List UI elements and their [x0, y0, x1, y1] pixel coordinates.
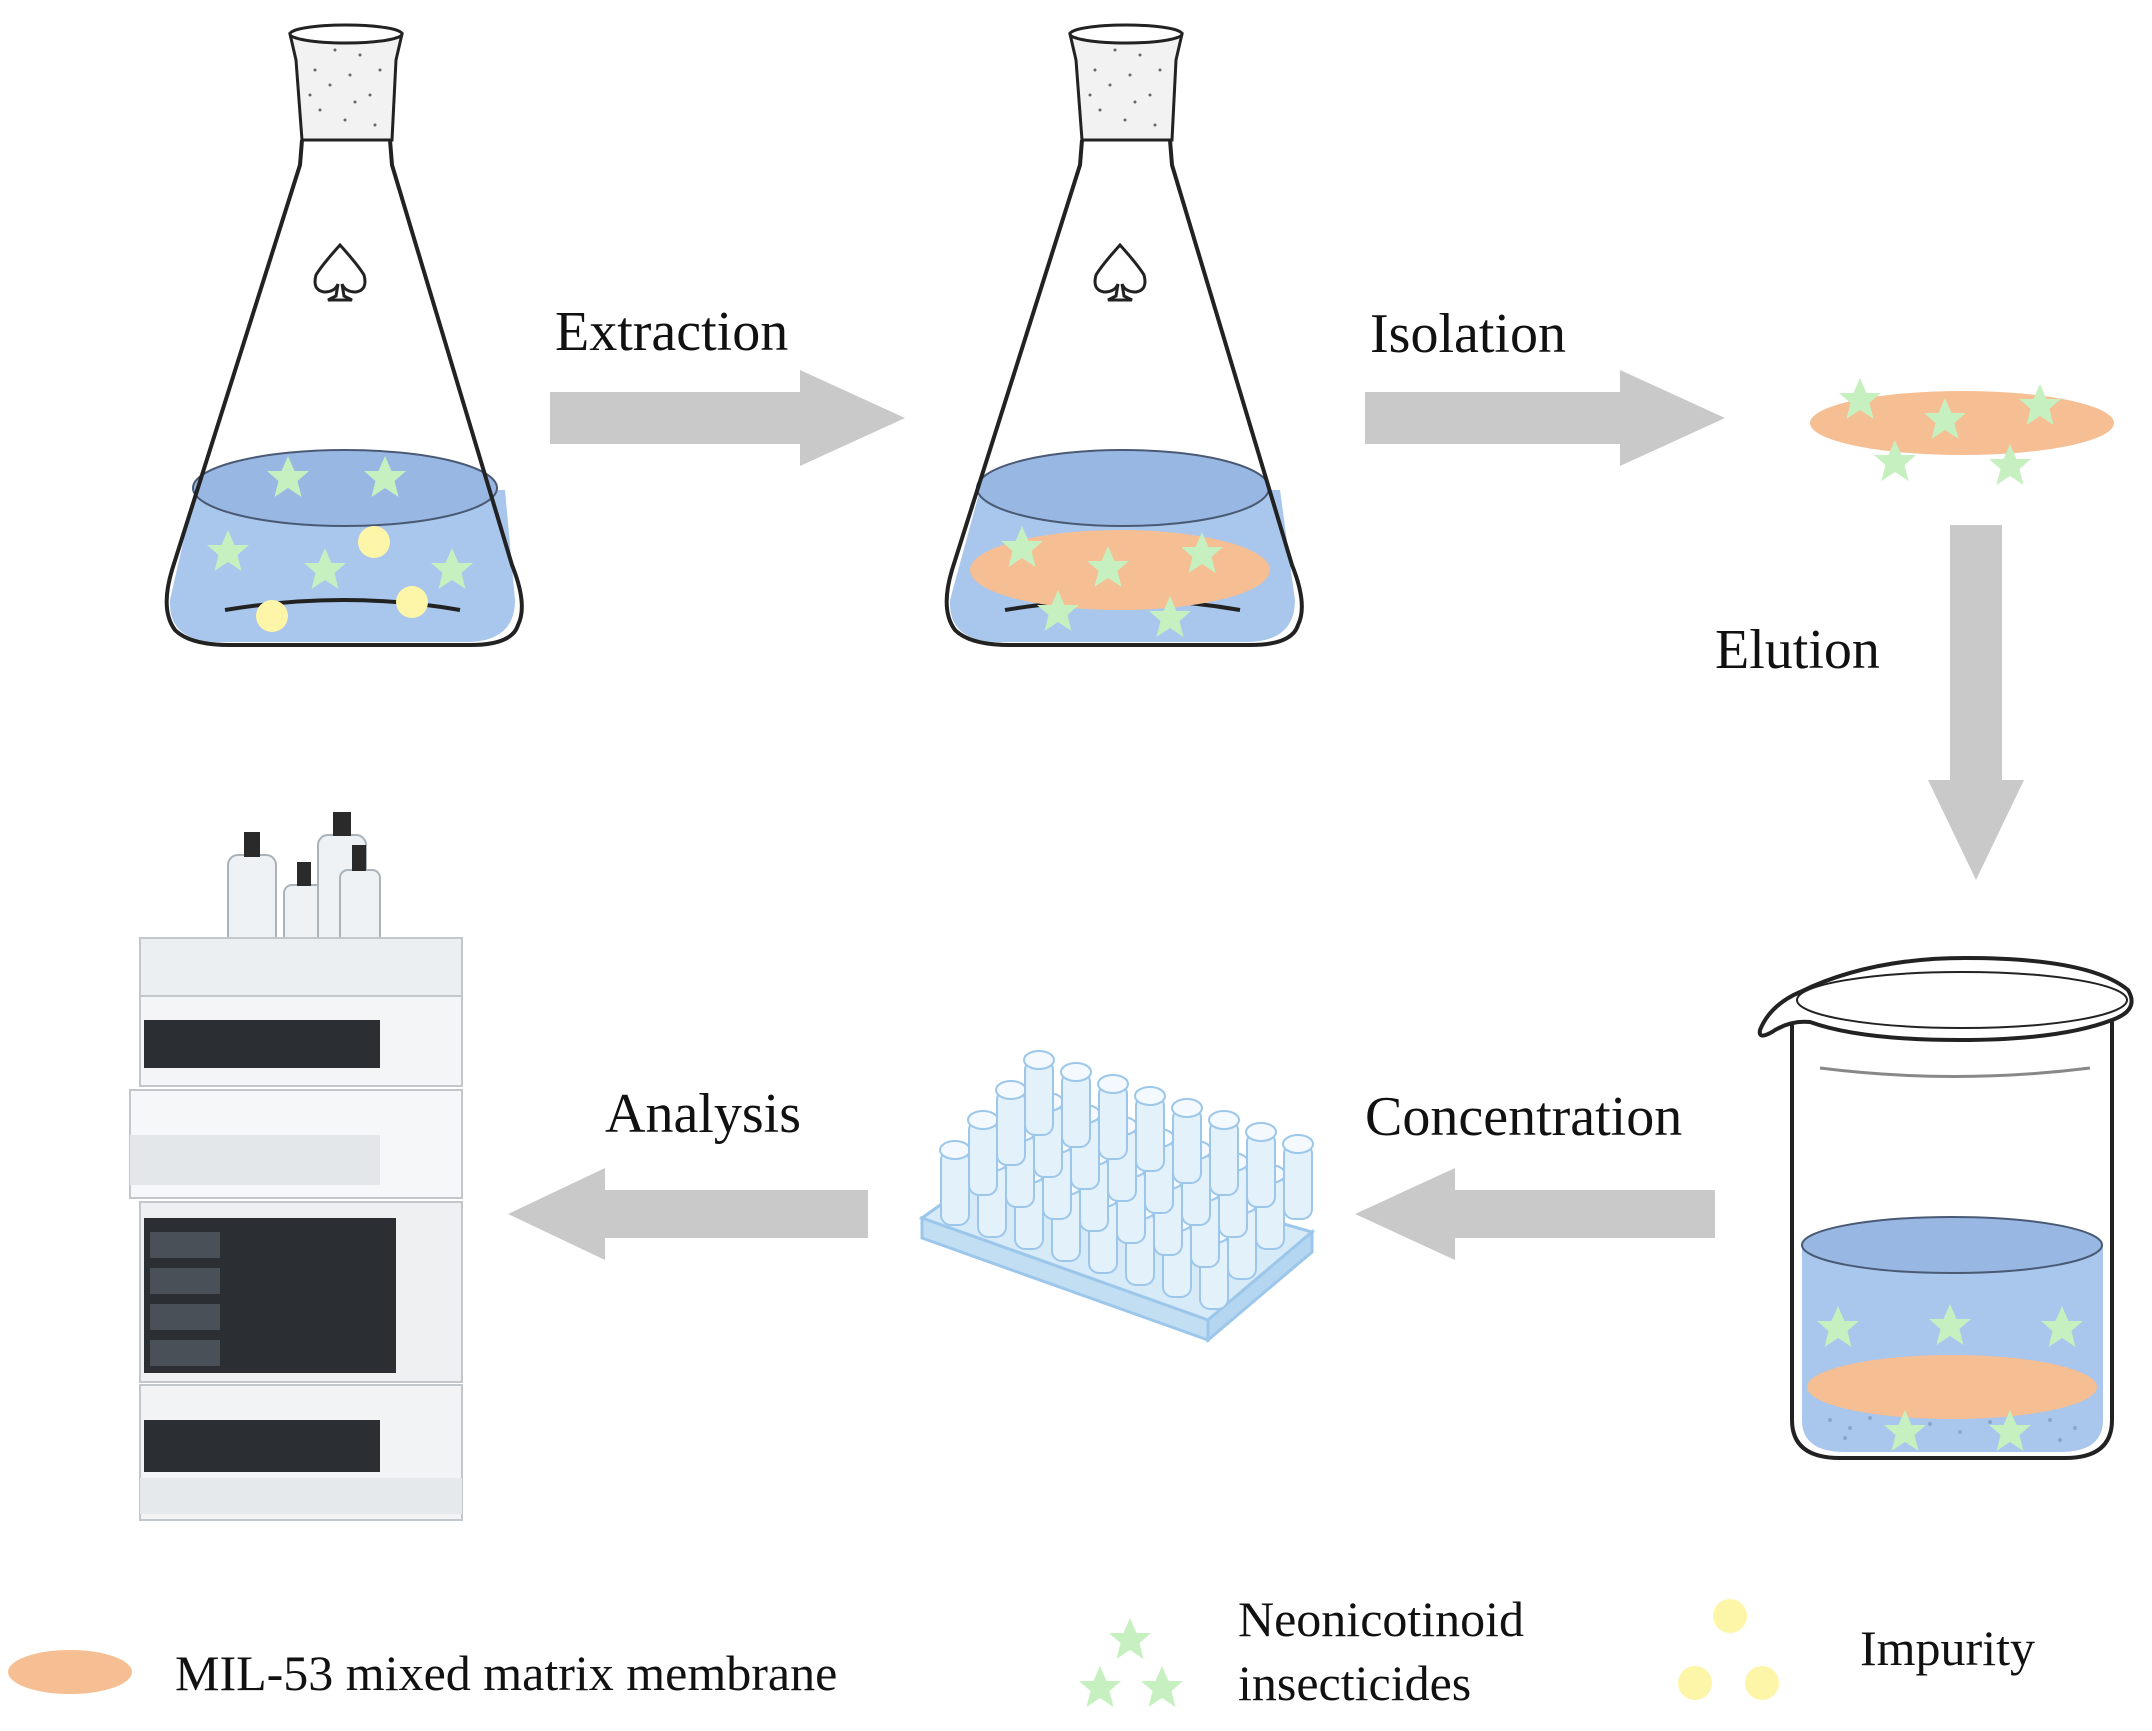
impurity-dot	[256, 600, 288, 632]
erlenmeyer-flask-2	[944, 23, 1304, 647]
tube-opening	[1097, 1074, 1129, 1094]
beaker	[1757, 955, 2134, 1460]
tube-rack	[918, 1050, 1316, 1344]
tube	[1209, 1119, 1239, 1196]
step-label-extraction: Extraction	[555, 301, 788, 363]
legend-membrane-swatch	[8, 1650, 132, 1694]
step-label-isolation: Isolation	[1370, 303, 1566, 365]
tube-opening	[1171, 1098, 1203, 1118]
legend-insecticides-line2: insecticides	[1238, 1655, 1471, 1711]
step-label-concentration: Concentration	[1365, 1086, 1682, 1148]
analysis-arrow	[508, 1168, 868, 1260]
beaker-liquid	[1802, 1245, 2103, 1452]
tube-opening	[1282, 1134, 1314, 1154]
concentration-arrow	[1355, 1168, 1715, 1260]
tube-opening	[1134, 1086, 1166, 1106]
legend-impurity-label: Impurity	[1860, 1620, 2035, 1676]
legend-membrane-label: MIL-53 mixed matrix membrane	[175, 1645, 837, 1701]
impurity-dot	[358, 526, 390, 558]
tube-opening	[1060, 1062, 1092, 1082]
legend-impurity-swatch	[1678, 1599, 1779, 1700]
legend: MIL-53 mixed matrix membrane Neonicotino…	[8, 1591, 2035, 1711]
flask-1-stopper	[288, 32, 404, 142]
tube	[1283, 1143, 1313, 1220]
tube-opening	[1023, 1050, 1055, 1070]
step-label-elution: Elution	[1715, 619, 1880, 681]
isolation-arrow	[1365, 370, 1725, 466]
impurity-dot	[396, 586, 428, 618]
tube-opening	[967, 1110, 999, 1130]
step-label-analysis: Analysis	[605, 1083, 801, 1145]
tube	[1098, 1083, 1128, 1160]
tube	[940, 1149, 970, 1226]
tube	[996, 1089, 1026, 1166]
spade-icon	[1093, 242, 1147, 302]
tube-opening	[1208, 1110, 1240, 1130]
tube-grid	[939, 1050, 1314, 1310]
elution-arrow	[1928, 525, 2024, 880]
flask-2-liquid-surface	[976, 449, 1270, 527]
legend-insecticides-line1: Neonicotinoid	[1238, 1591, 1524, 1647]
membrane-in-beaker	[1807, 1355, 2097, 1419]
tube-opening	[995, 1080, 1027, 1100]
flask-1-liquid-surface	[192, 449, 498, 527]
tube	[1024, 1059, 1054, 1136]
tube	[1061, 1071, 1091, 1148]
extraction-arrow	[550, 370, 905, 466]
erlenmeyer-flask-1	[164, 23, 524, 647]
isolated-membrane	[1810, 378, 2114, 485]
legend-insecticide-swatch	[1079, 1618, 1183, 1707]
beaker-outline	[1790, 1020, 2114, 1460]
tube-opening	[1245, 1122, 1277, 1142]
flask-1-outline	[164, 139, 524, 647]
hplc-instrument	[129, 812, 463, 1521]
flask-2-outline	[944, 139, 1304, 647]
flask-2-stopper	[1068, 32, 1184, 142]
tube	[1172, 1107, 1202, 1184]
spade-icon	[313, 242, 367, 302]
tube	[968, 1119, 998, 1196]
tube-opening	[939, 1140, 971, 1160]
tube	[1135, 1095, 1165, 1172]
tube	[1246, 1131, 1276, 1208]
